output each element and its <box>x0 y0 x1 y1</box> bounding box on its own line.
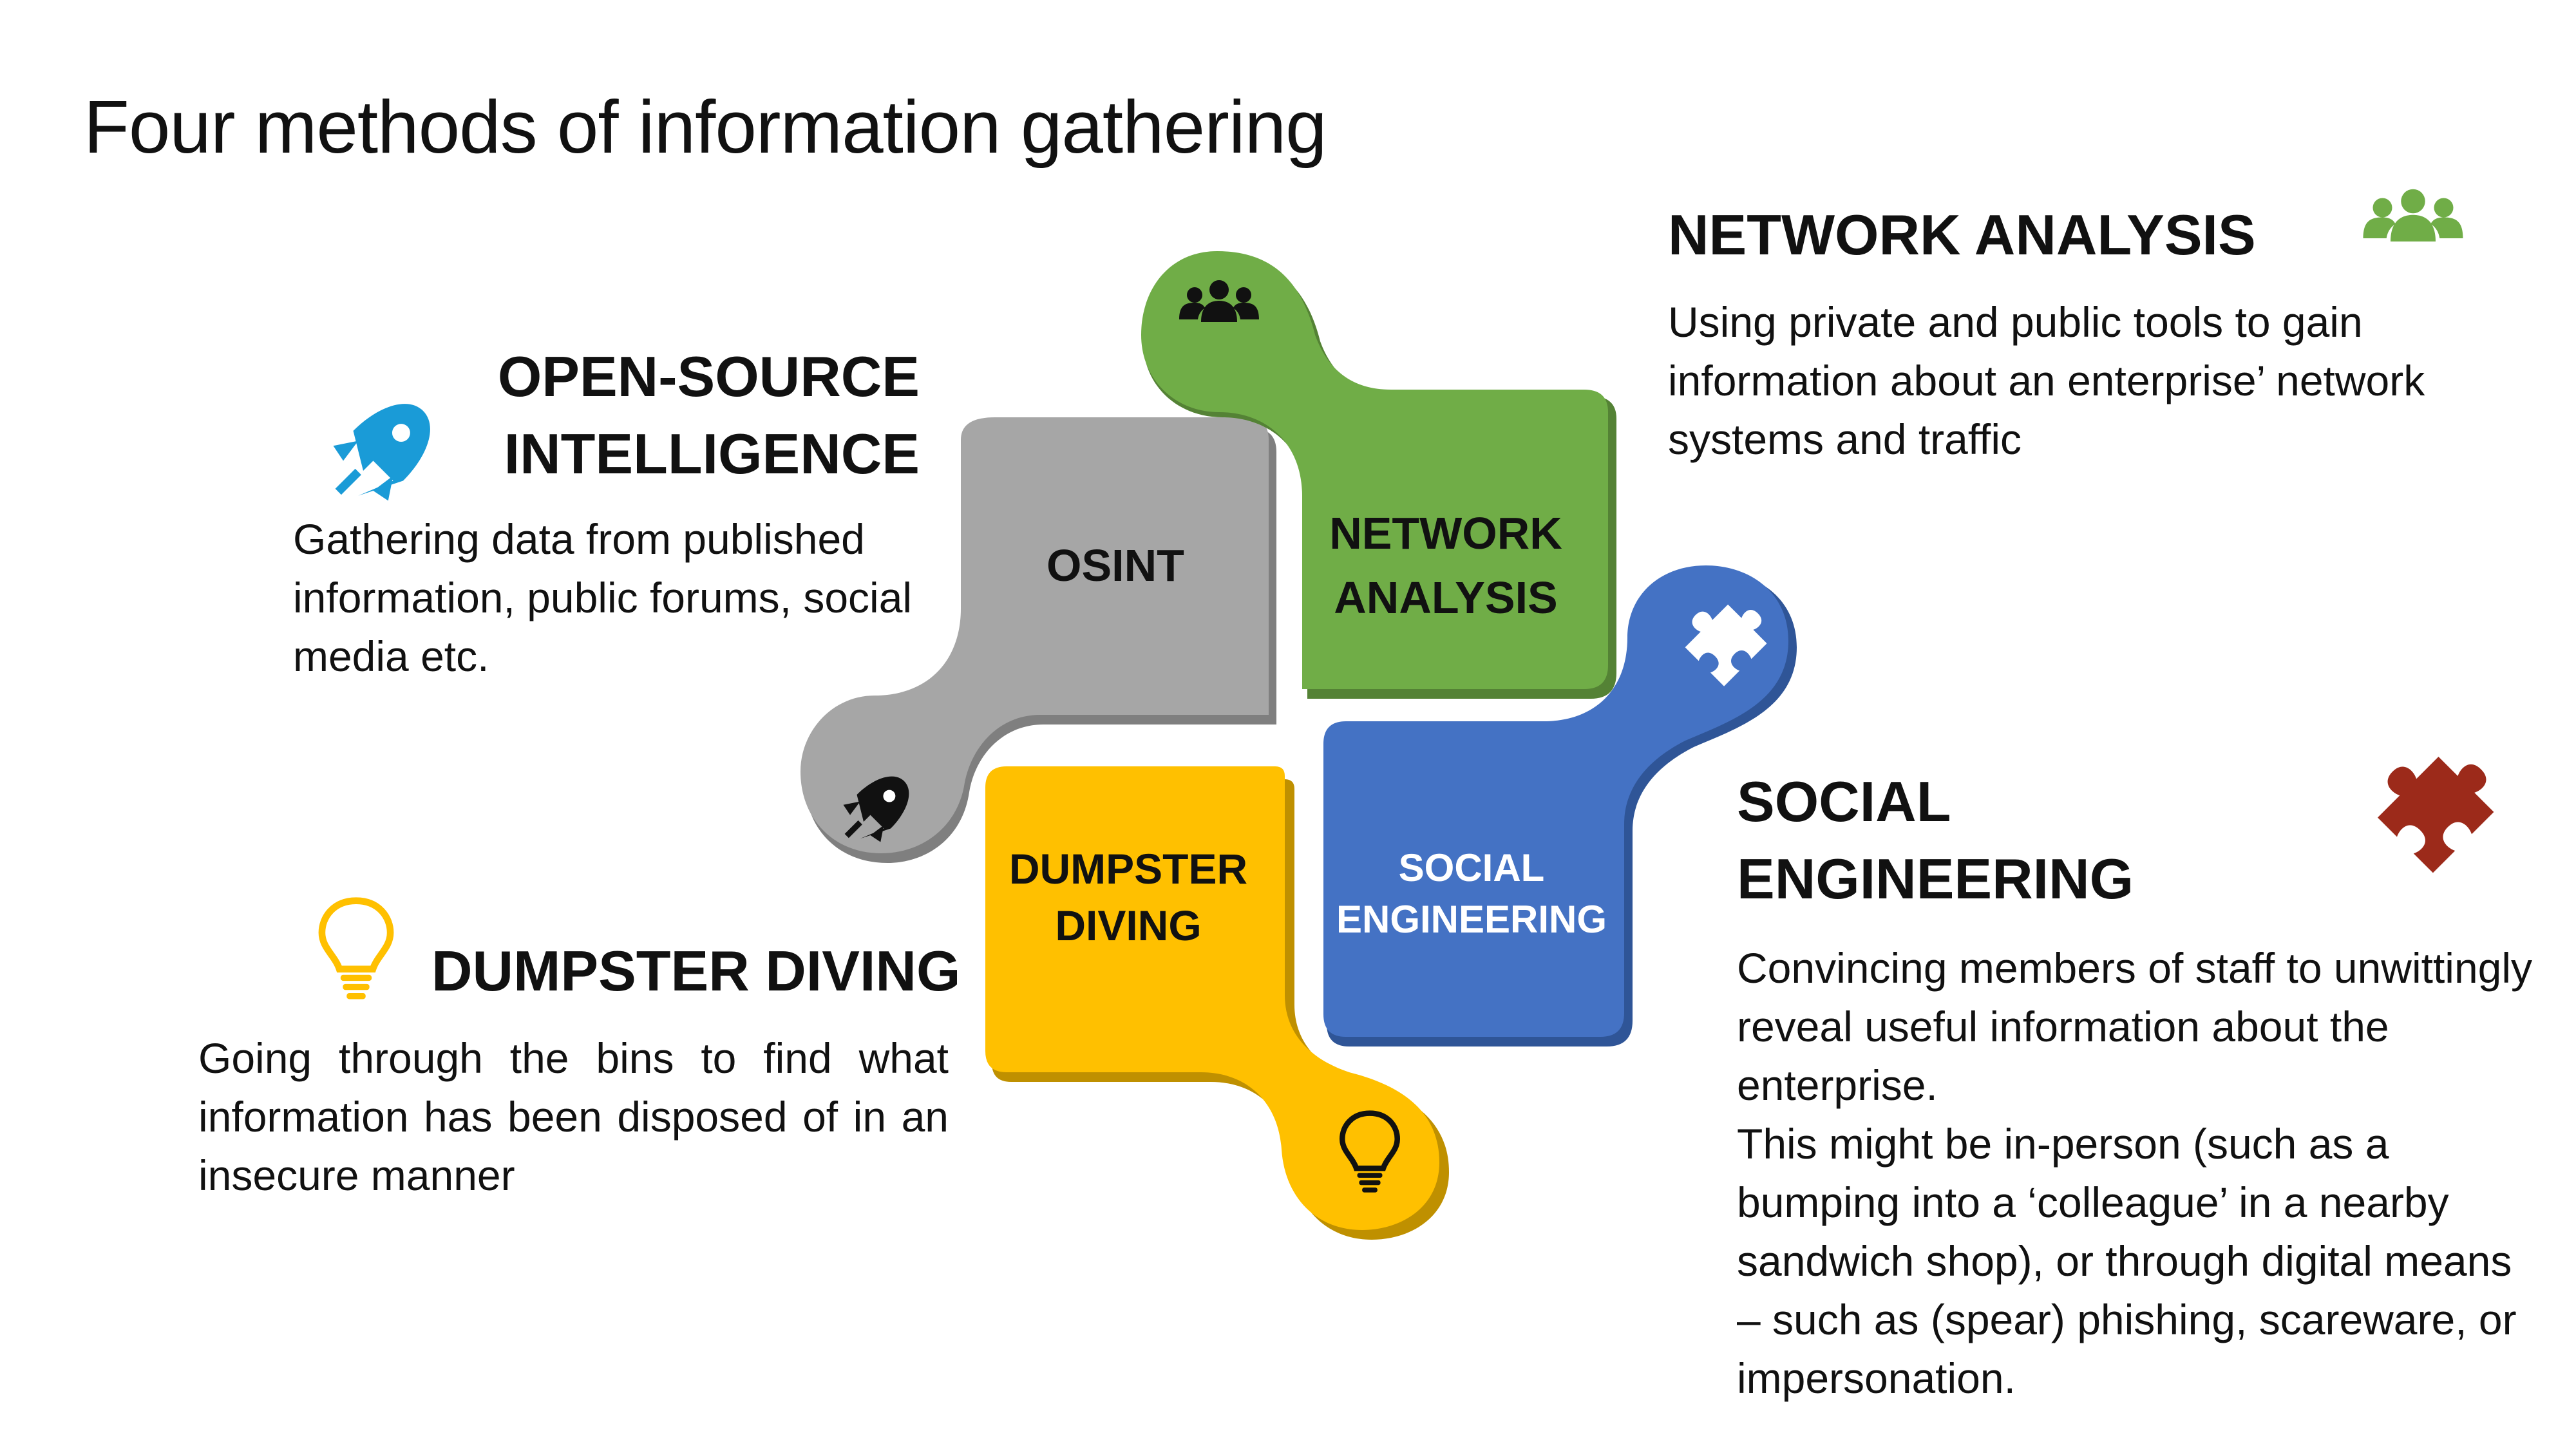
osint-tile: OSINT <box>800 417 1276 863</box>
osint-heading-line2: INTELLIGENCE <box>504 422 920 486</box>
network-tile-label-line1: NETWORK <box>1329 508 1562 558</box>
social-heading-line1: SOCIAL <box>1737 770 1951 833</box>
dumpster-diving-description: Going through the bins to find what info… <box>198 1034 949 1199</box>
social-heading-line2: ENGINEERING <box>1737 847 2134 911</box>
social-engineering-description: Convincing members of staff to unwitting… <box>1737 939 2542 1408</box>
dumpster-diving-tile: DUMPSTER DIVING <box>985 766 1449 1240</box>
osint-description: Gathering data from published informatio… <box>293 515 913 680</box>
lightbulb-icon <box>322 901 390 999</box>
dumpster-diving-heading: DUMPSTER DIVING <box>431 939 961 1003</box>
dumpster-tile-label-line2: DIVING <box>1055 902 1201 949</box>
osint-heading: OPEN-SOURCE INTELLIGENCE <box>340 338 920 493</box>
social-engineering-tile: SOCIAL ENGINEERING <box>1323 565 1797 1046</box>
osint-tile-label: OSINT <box>1046 540 1184 591</box>
people-group-icon <box>2363 189 2463 242</box>
dumpster-tile-label-line1: DUMPSTER <box>1009 845 1247 893</box>
social-description-para2: This might be in-person (such as a bumpi… <box>1737 1120 2517 1402</box>
social-description-para1: Convincing members of staff to unwitting… <box>1737 944 2533 1109</box>
network-analysis-tile: NETWORK ANALYSIS <box>1141 251 1616 699</box>
social-engineering-heading: SOCIAL ENGINEERING <box>1737 763 2316 918</box>
social-tile-label-line1: SOCIAL <box>1399 846 1545 889</box>
social-tile-label-line2: ENGINEERING <box>1336 898 1607 941</box>
network-analysis-heading: NETWORK ANALYSIS <box>1668 203 2256 267</box>
slide-title: Four methods of information gathering <box>84 85 1327 169</box>
puzzle-piece-icon <box>2362 726 2509 873</box>
osint-heading-line1: OPEN-SOURCE <box>497 345 920 408</box>
network-analysis-description: Using private and public tools to gain i… <box>1668 298 2425 463</box>
network-tile-label-line2: ANALYSIS <box>1334 573 1558 623</box>
